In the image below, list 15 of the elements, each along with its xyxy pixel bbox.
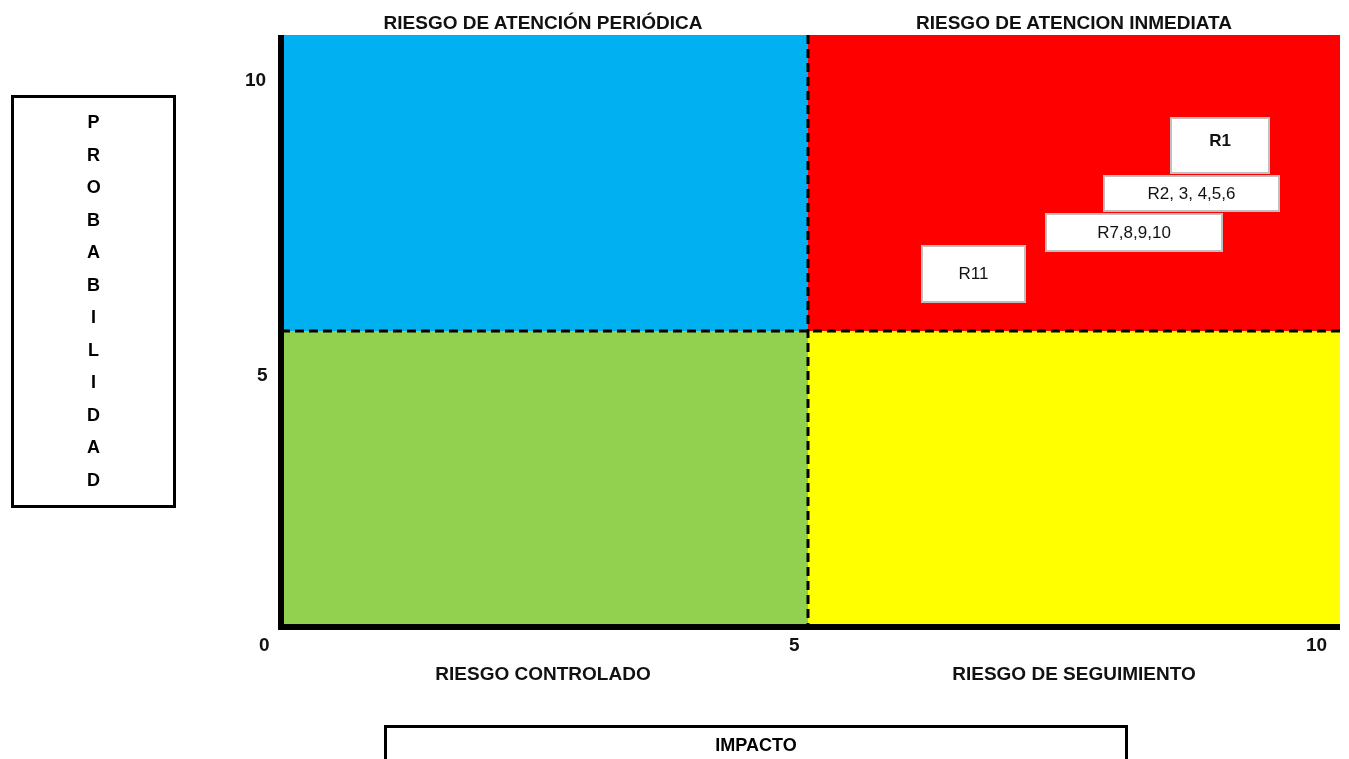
axis-tick-label: 5 (789, 634, 800, 656)
quadrant-title: RIESGO DE ATENCION INMEDIATA (915, 11, 1233, 35)
risk-label-box: R11 (921, 245, 1026, 303)
axis-title-box: PROBABILIDAD (11, 95, 176, 508)
axis-tick-label: 10 (245, 69, 267, 91)
axis-tick-label: 0 (259, 634, 270, 656)
quadrant-title: RIESGO CONTROLADO (434, 662, 652, 686)
risk-label-box: R1 (1170, 117, 1270, 174)
risk-label-box: R7,8,9,10 (1045, 213, 1223, 252)
quadrant-title: RIESGO DE SEGUIMIENTO (951, 662, 1197, 686)
risk-label-box: R2, 3, 4,5,6 (1103, 175, 1280, 212)
quadrant-title: RIESGO DE ATENCIÓN PERIÓDICA (382, 11, 704, 35)
axis-title-box: IMPACTO (384, 725, 1128, 759)
axis-tick-label: 5 (257, 364, 268, 386)
axis-tick-label: 10 (1306, 634, 1328, 656)
